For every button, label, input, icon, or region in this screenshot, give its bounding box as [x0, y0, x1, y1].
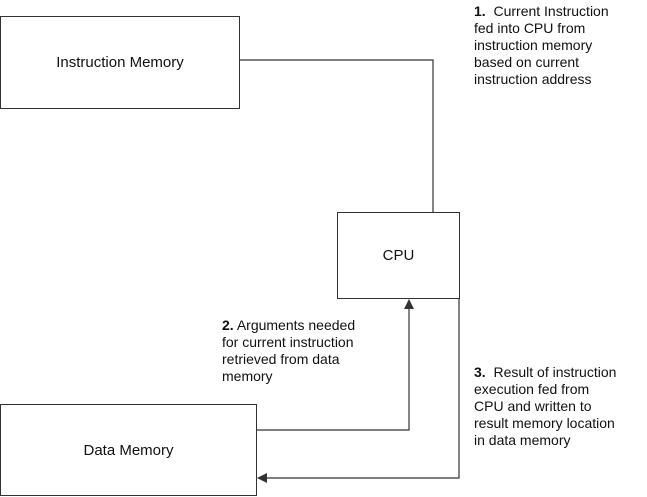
note-step-1: 1. Current Instruction fed into CPU from… [474, 3, 609, 88]
note-step-3: 3. Result of instruction execution fed f… [474, 364, 616, 449]
note-step-1-text: Current Instruction [493, 3, 609, 19]
note-step-2-line: memory [222, 368, 273, 384]
note-step-1-line: 1. Current Instruction [474, 3, 609, 20]
instruction-memory-label: Instruction Memory [56, 54, 184, 71]
connector-instruction-to-cpu [240, 59, 434, 212]
note-step-2-line: for current instruction [222, 334, 354, 350]
note-step-2-text: Arguments needed [236, 317, 356, 333]
connector-data-to-cpu [257, 299, 414, 431]
note-step-1-line: fed into CPU from [474, 20, 586, 36]
note-step-3-number: 3. [474, 364, 486, 380]
note-step-3-text: Result of instruction [493, 364, 617, 380]
note-step-1-line: instruction address [474, 71, 592, 87]
connector-cpu-to-data [257, 299, 460, 483]
note-step-2-number: 2. [222, 317, 234, 333]
note-step-3-line: 3. Result of instruction [474, 364, 616, 381]
data-memory-label: Data Memory [83, 441, 174, 459]
note-step-3-line: result memory location [474, 415, 615, 431]
note-step-2: 2. Arguments needed for current instruct… [222, 317, 355, 385]
cpu-label: CPU [382, 247, 415, 264]
instruction-memory-box: Instruction Memory [0, 16, 240, 109]
note-step-1-line: based on current [474, 54, 580, 70]
cpu-box: CPU [337, 212, 460, 299]
note-step-1-number: 1. [474, 3, 486, 19]
note-step-3-line: execution fed from [474, 381, 590, 397]
note-step-2-line: retrieved from data [222, 351, 340, 367]
note-step-1-line: instruction memory [474, 37, 593, 53]
note-step-2-line: 2. Arguments needed [222, 317, 355, 334]
note-step-3-line: CPU and written to [474, 398, 592, 414]
data-memory-box: Data Memory [0, 404, 257, 496]
note-step-3-line: in data memory [474, 432, 571, 448]
